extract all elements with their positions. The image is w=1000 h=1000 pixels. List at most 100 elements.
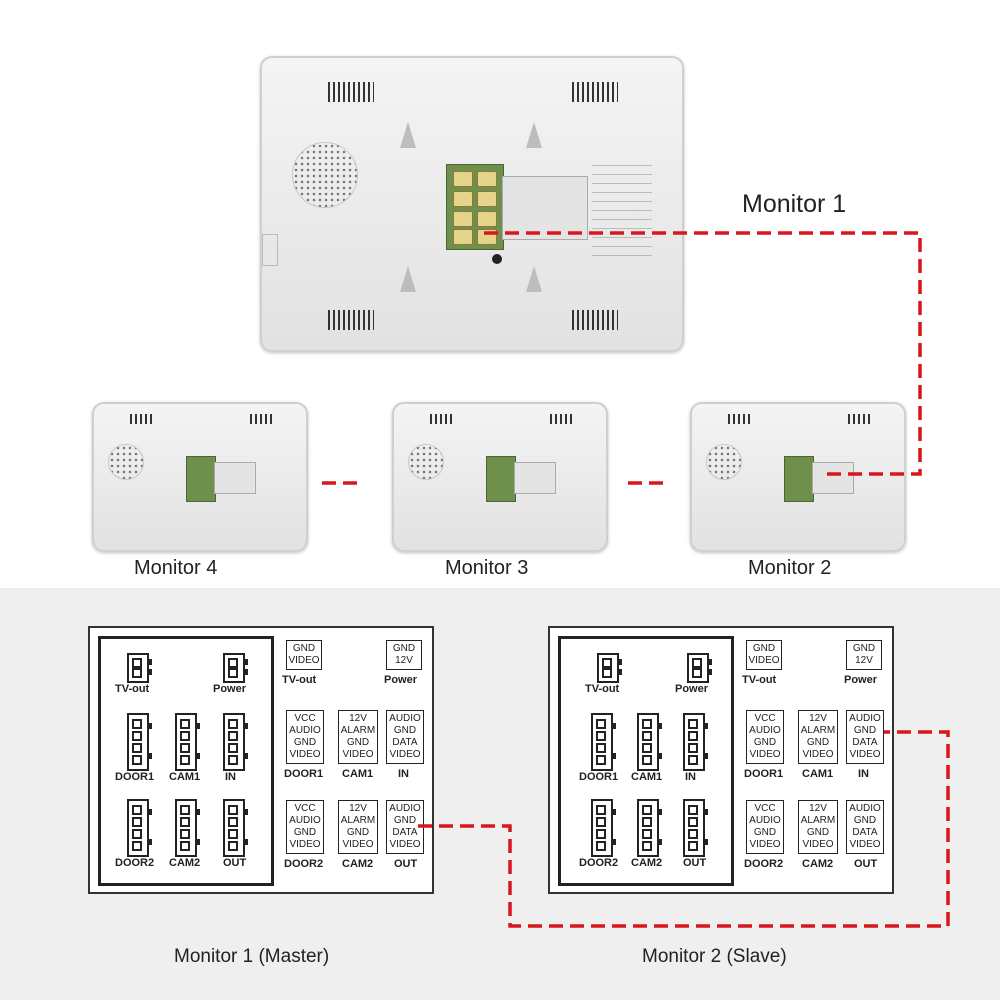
door1-pin-label: DOOR1: [744, 768, 784, 780]
label-sticker: [214, 462, 256, 494]
in-connector-icon: [223, 713, 248, 771]
master-terminal-diagram: TV-out Power DOOR1 CAM1 IN DOOR2 CAM2 OU…: [88, 626, 434, 894]
door2-label: DOOR2: [115, 857, 155, 869]
monitor-1-label: Monitor 1: [742, 190, 847, 218]
door1-label: DOOR1: [115, 771, 155, 783]
slave-caption: Monitor 2 (Slave): [642, 946, 787, 967]
cam2-label: CAM2: [169, 857, 201, 869]
door2-pin-label: DOOR2: [284, 858, 324, 870]
top-wiring: [322, 231, 922, 485]
cam2-connector-icon: [175, 799, 200, 857]
monitor-2-photo: [690, 402, 906, 552]
vent: [848, 414, 872, 424]
out-pin-label: OUT: [394, 858, 418, 870]
in-pin-label: IN: [398, 768, 409, 780]
vent: [728, 414, 752, 424]
tvout-pin-label: TV-out: [742, 674, 777, 686]
power-label: Power: [213, 683, 247, 695]
spec-text-block: [592, 164, 652, 256]
cam2-pin-label: CAM2: [342, 858, 374, 870]
side-tab: [262, 234, 278, 266]
tvout-connector-icon: [127, 653, 152, 683]
vent: [328, 82, 374, 102]
power-pin-label: Power: [844, 674, 878, 686]
tvout-label: TV-out: [115, 683, 150, 695]
cam1-pin-label: CAM1: [802, 768, 834, 780]
label-sticker: [812, 462, 854, 494]
monitor-4-label: Monitor 4: [134, 557, 218, 579]
vent: [250, 414, 274, 424]
in-label: IN: [685, 771, 696, 783]
cam2-pin-label: CAM2: [802, 858, 834, 870]
door1-pin-label: DOOR1: [284, 768, 324, 780]
out-label: OUT: [223, 857, 247, 869]
door2-pin-label: DOOR2: [744, 858, 784, 870]
vent: [572, 310, 618, 330]
out-connector-icon: [683, 799, 708, 857]
connector-board: [784, 456, 814, 502]
tvout-connector-icon: [597, 653, 622, 683]
power-label: Power: [675, 683, 709, 695]
door1-connector-icon: [127, 713, 152, 771]
vent: [328, 310, 374, 330]
monitor-1-photo: [260, 56, 684, 352]
power-pin-label: Power: [384, 674, 418, 686]
in-connector-icon: [683, 713, 708, 771]
monitor-4-photo: [92, 402, 308, 552]
door2-connector-icon: [591, 799, 616, 857]
in-label: IN: [225, 771, 236, 783]
mount-hook: [526, 266, 542, 292]
monitor-2-label: Monitor 2: [748, 557, 832, 579]
door1-label: DOOR1: [579, 771, 619, 783]
out-pin-label: OUT: [854, 858, 878, 870]
tvout-label: TV-out: [585, 683, 620, 695]
speaker-grille: [706, 444, 742, 480]
mount-hook: [400, 122, 416, 148]
cam2-label: CAM2: [631, 857, 663, 869]
connector-board: [186, 456, 216, 502]
vent: [550, 414, 574, 424]
vent: [572, 82, 618, 102]
in-pin-label: IN: [858, 768, 869, 780]
label-sticker: [514, 462, 556, 494]
photo-area: Monitor 1 Monitor 4 Monitor 3 Monitor 2: [92, 56, 922, 579]
cam1-pin-label: CAM1: [342, 768, 374, 780]
door2-label: DOOR2: [579, 857, 619, 869]
cam1-connector-icon: [637, 713, 662, 771]
door1-connector-icon: [591, 713, 616, 771]
out-label: OUT: [683, 857, 707, 869]
speaker-grille: [408, 444, 444, 480]
cam1-connector-icon: [175, 713, 200, 771]
power-connector-icon: [223, 653, 248, 683]
speaker-grille: [108, 444, 144, 480]
slave-terminal-diagram: TV-out Power DOOR1 CAM1 IN DOOR2 CAM2 OU…: [548, 626, 894, 894]
power-connector-icon: [687, 653, 712, 683]
master-caption: Monitor 1 (Master): [174, 946, 330, 967]
hole: [492, 254, 502, 264]
cam1-label: CAM1: [169, 771, 201, 783]
speaker-grille: [292, 142, 358, 208]
mount-hook: [400, 266, 416, 292]
tvout-pin-label: TV-out: [282, 674, 317, 686]
monitor-3-photo: [392, 402, 608, 552]
vent: [130, 414, 154, 424]
wire-monitor1-to-monitor2: [484, 231, 922, 476]
vent: [430, 414, 454, 424]
connector-icon-box: TV-out Power DOOR1 CAM1 IN DOOR2 CAM2 OU…: [558, 636, 734, 886]
label-sticker: [502, 176, 588, 240]
out-connector-icon: [223, 799, 248, 857]
